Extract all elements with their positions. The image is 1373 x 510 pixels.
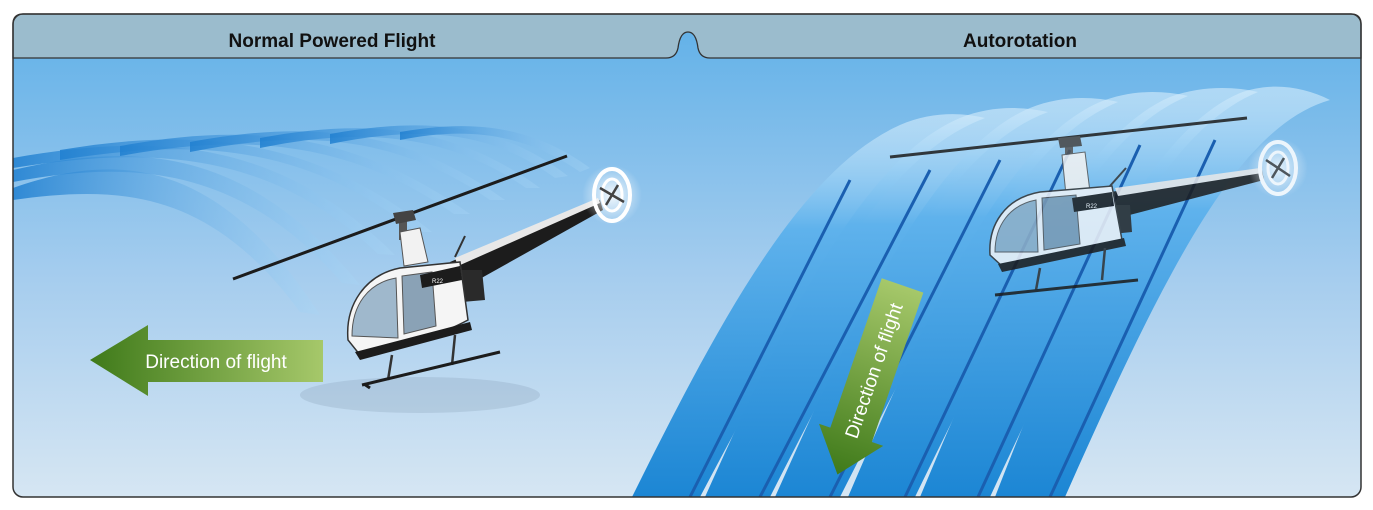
direction-label-left: Direction of flight xyxy=(145,352,287,373)
direction-arrow-left: Direction of flight xyxy=(90,325,323,396)
normal-flight-airflow xyxy=(13,125,590,315)
panel-title-normal: Normal Powered Flight xyxy=(229,31,437,52)
panel-title-autorotation: Autorotation xyxy=(963,31,1077,52)
diagram-frame xyxy=(12,13,1362,498)
helicopter-left-model-label: R22 xyxy=(432,279,444,285)
helicopter-right: R22 xyxy=(889,116,1308,297)
helicopter-left: R22 xyxy=(232,154,642,413)
helicopter-right-model-label: R22 xyxy=(1086,204,1098,210)
